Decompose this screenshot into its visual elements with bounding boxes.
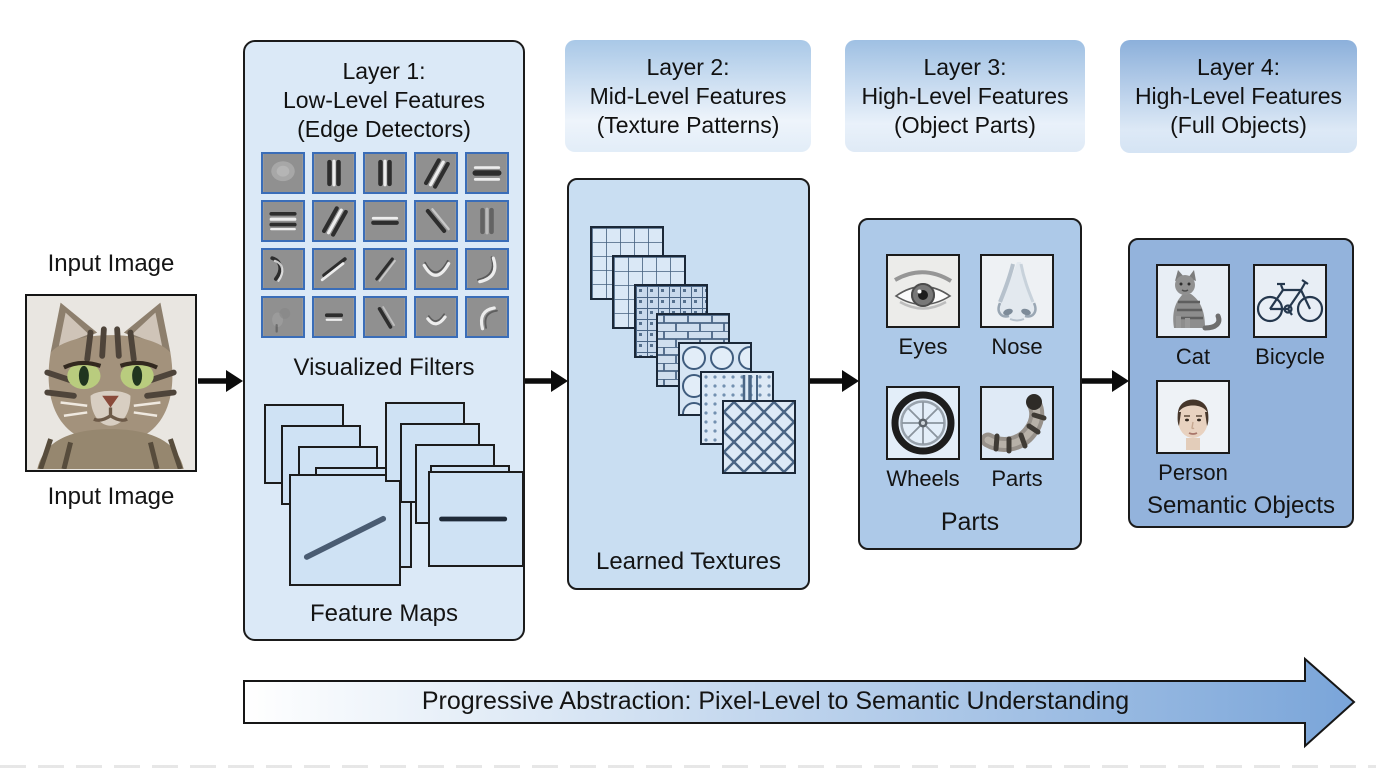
- input-image-label-bottom: Input Image: [47, 483, 175, 510]
- layer4-title: Layer 4: High-Level Features (Full Objec…: [1134, 54, 1343, 138]
- filter-patch-vertical-gabor-faint: [465, 200, 509, 242]
- learned-textures-label: Learned Textures: [595, 548, 781, 575]
- layer3-panel: Eyes Nose Wheels: [858, 218, 1082, 550]
- feature-maps-stacks: [245, 397, 527, 607]
- bicycle-icon: [1253, 264, 1327, 338]
- filter-patch-vertical-gabor: [363, 152, 407, 194]
- filter-patch-diagonal-edge-45: [312, 248, 356, 290]
- layer2-panel: Learned Textures: [567, 178, 810, 590]
- layer1-panel: Layer 1: Low-Level Features (Edge Detect…: [243, 40, 525, 641]
- filter-patch-horizontal-dash: [312, 296, 356, 338]
- texture-square-diamond: [722, 400, 796, 474]
- layer3-item-label-parts: Parts: [991, 466, 1043, 491]
- layer3-item-label-eyes: Eyes: [898, 334, 948, 359]
- visualized-filters-grid: [261, 152, 509, 338]
- filter-patch-horizontal-edge: [363, 200, 407, 242]
- filter-patch-horizontal-gabor: [465, 152, 509, 194]
- filter-patch-arc-left: [465, 296, 509, 338]
- layer4-panel: Cat Bicycle Person Semantic Objects: [1128, 238, 1354, 528]
- visualized-filters-label: Visualized Filters: [293, 354, 475, 381]
- filter-patch-soft-texture: [261, 296, 305, 338]
- layer3-title: Layer 3: High-Level Features (Object Par…: [861, 53, 1069, 138]
- layer4-item-label-cat: Cat: [1175, 344, 1211, 369]
- filter-patch-diagonal-gabor: [414, 152, 458, 194]
- feature-map-front-card: [289, 474, 401, 586]
- layer4-header: Layer 4: High-Level Features (Full Objec…: [1120, 40, 1357, 153]
- filter-patch-arc-up-small: [414, 296, 458, 338]
- filter-patch-arc-right: [465, 248, 509, 290]
- layer3-item-label-wheels: Wheels: [886, 466, 960, 491]
- layer3-header: Layer 3: High-Level Features (Object Par…: [845, 40, 1085, 152]
- filter-patch-diagonal-gabor: [312, 200, 356, 242]
- flow-arrow-layer2-to-layer3: [809, 370, 859, 392]
- wheel-icon: [886, 386, 960, 460]
- feature-map-front-card: [428, 471, 524, 567]
- filter-patch-soft-blob: [261, 152, 305, 194]
- filter-patch-vertical-gabor: [312, 152, 356, 194]
- input-image-label-top: Input Image: [47, 250, 175, 277]
- cat-icon: [1156, 264, 1230, 338]
- layer3-content-label: Parts: [940, 508, 1000, 536]
- film-edge-artifact: [0, 765, 1376, 768]
- filter-patch-horizontal-bars: [261, 200, 305, 242]
- layer4-content-label: Semantic Objects: [1146, 492, 1336, 519]
- cat-tail-icon: [980, 386, 1054, 460]
- layer1-title: Layer 1: Low-Level Features (Edge Detect…: [283, 58, 485, 142]
- layer4-item-label-bicycle: Bicycle: [1255, 344, 1325, 369]
- progressive-abstraction-label: Progressive Abstraction: Pixel-Level to …: [421, 687, 1130, 715]
- filter-patch-diagonal-edge-45-thin: [363, 248, 407, 290]
- filter-patch-arc-up: [414, 248, 458, 290]
- input-image: [25, 294, 197, 472]
- nose-icon: [980, 254, 1054, 328]
- layer2-header: Layer 2: Mid-Level Features (Texture Pat…: [565, 40, 811, 152]
- eye-icon: [886, 254, 960, 328]
- flow-arrow-layer3-to-layer4: [1081, 370, 1129, 392]
- tabby-cat-photo-drawing: [27, 296, 194, 470]
- filter-patch-curved-hook: [261, 248, 305, 290]
- filter-patch-diagonal-edge-135-short: [363, 296, 407, 338]
- flow-arrow-input-to-layer1: [198, 370, 243, 392]
- flow-arrow-layer1-to-layer2: [524, 370, 568, 392]
- layer2-title: Layer 2: Mid-Level Features (Texture Pat…: [589, 53, 787, 138]
- person-icon: [1156, 380, 1230, 454]
- layer3-item-label-nose: Nose: [991, 334, 1043, 359]
- layer4-item-label-person: Person: [1158, 460, 1228, 485]
- filter-patch-diagonal-edge-135: [414, 200, 458, 242]
- feature-maps-label: Feature Maps: [309, 600, 459, 627]
- progressive-abstraction-arrow: [243, 656, 1356, 749]
